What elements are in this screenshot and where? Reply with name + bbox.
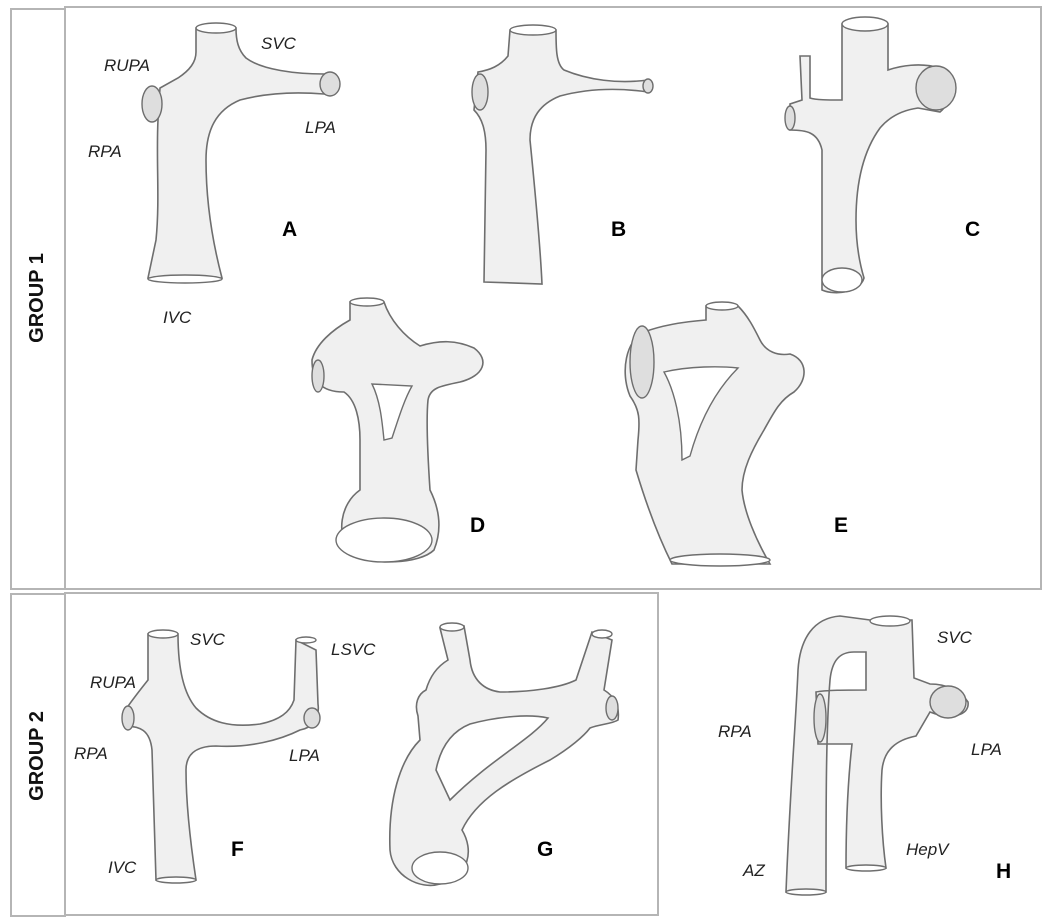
model-f-label-lsvc: LSVC bbox=[331, 640, 376, 659]
model-b-letter: B bbox=[611, 218, 627, 241]
model-g-letter: G bbox=[537, 838, 554, 861]
model-a-label-ivc: IVC bbox=[163, 308, 192, 327]
model-a-shape bbox=[141, 22, 341, 284]
model-f-shape bbox=[121, 629, 321, 884]
model-e-letter: E bbox=[834, 514, 849, 537]
model-f-label-svc: SVC bbox=[190, 630, 225, 649]
model-c-letter: C bbox=[965, 218, 981, 241]
model-h-shape bbox=[785, 615, 969, 896]
model-a-label-rpa: RPA bbox=[88, 142, 122, 161]
model-h-label-svc: SVC bbox=[937, 628, 972, 647]
model-f-label-rpa: RPA bbox=[74, 744, 108, 763]
model-h-label-rpa: RPA bbox=[718, 722, 752, 741]
model-e-shape bbox=[624, 301, 805, 567]
model-f-letter: F bbox=[231, 838, 244, 861]
model-a-label-rupa: RUPA bbox=[104, 56, 150, 75]
model-h-letter: H bbox=[996, 860, 1012, 883]
model-a-letter: A bbox=[282, 218, 298, 241]
model-c-shape bbox=[784, 16, 957, 294]
group-2-models-frame bbox=[64, 592, 659, 916]
model-b-shape bbox=[471, 24, 654, 285]
model-f-label-rupa: RUPA bbox=[90, 673, 136, 692]
model-g-shape bbox=[388, 622, 620, 887]
model-a-label-lpa: LPA bbox=[305, 118, 336, 137]
model-h-label-az: AZ bbox=[743, 861, 765, 880]
model-d-letter: D bbox=[470, 514, 486, 537]
model-a-label-svc: SVC bbox=[261, 34, 296, 53]
model-d-shape bbox=[311, 297, 484, 563]
model-h-label-lpa: LPA bbox=[971, 740, 1002, 759]
model-f-label-lpa: LPA bbox=[289, 746, 320, 765]
group-1-models-frame bbox=[64, 6, 1042, 590]
model-h-label-hepv: HepV bbox=[906, 840, 949, 859]
model-f-label-ivc: IVC bbox=[108, 858, 137, 877]
